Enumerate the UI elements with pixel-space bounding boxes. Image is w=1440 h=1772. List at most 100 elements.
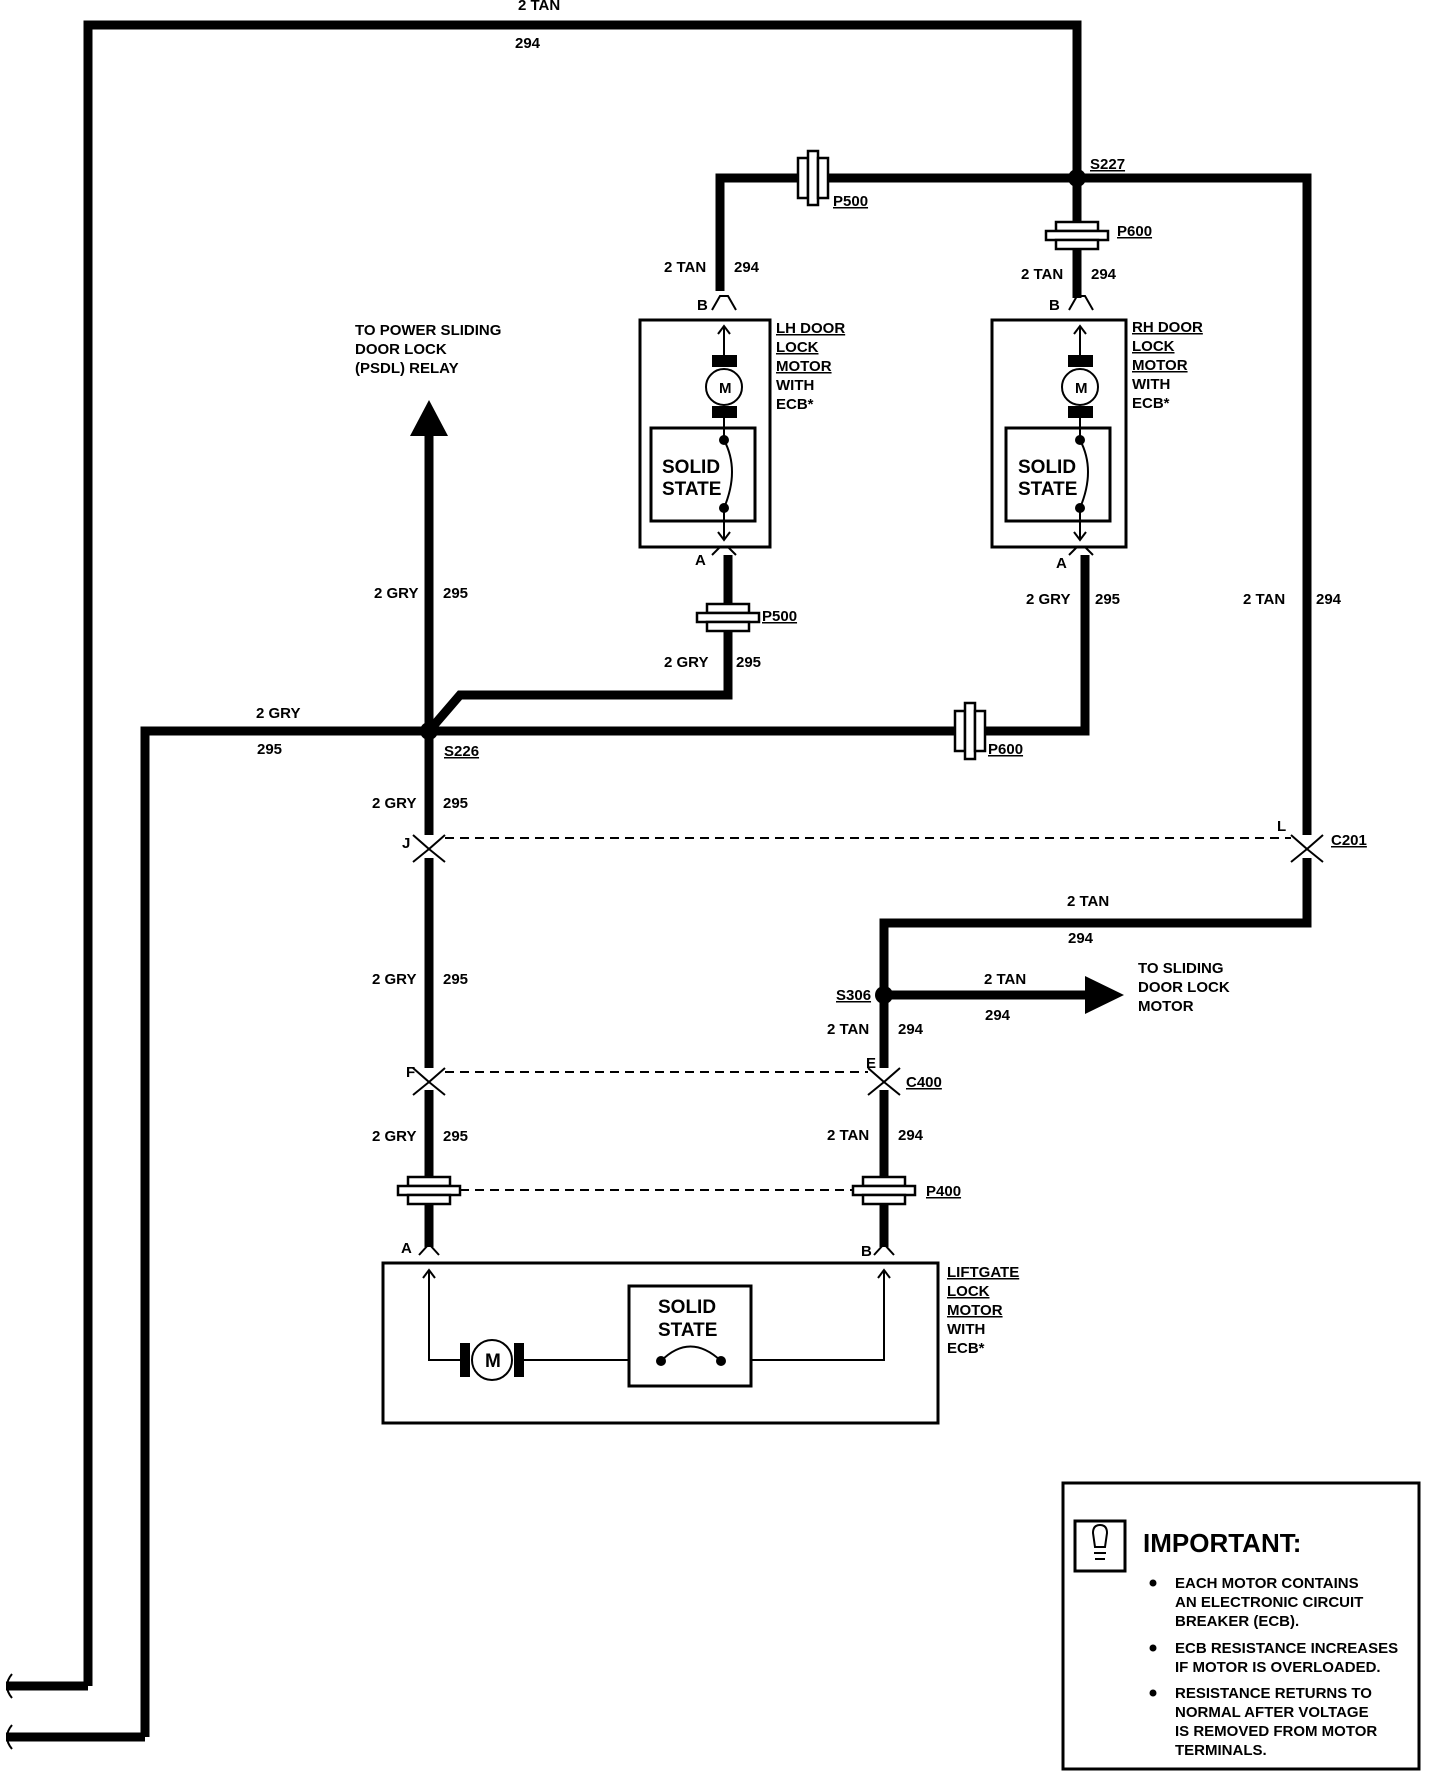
solid-state-label-lh: STATE bbox=[662, 479, 721, 500]
svg-text:MOTOR: MOTOR bbox=[776, 358, 832, 375]
svg-text:NORMAL AFTER VOLTAGE: NORMAL AFTER VOLTAGE bbox=[1175, 1704, 1369, 1721]
svg-text:BREAKER (ECB).: BREAKER (ECB). bbox=[1175, 1613, 1299, 1630]
svg-text:RH DOOR: RH DOOR bbox=[1132, 319, 1203, 336]
svg-text:WITH: WITH bbox=[947, 1321, 985, 1338]
wire-label-gauge: 2 GRY bbox=[664, 654, 708, 671]
wire-label-gauge: 2 TAN bbox=[1021, 266, 1063, 283]
bullet-2 bbox=[1149, 1644, 1157, 1652]
important-title: IMPORTANT: bbox=[1143, 1528, 1301, 1558]
solid-state-label-liftgate: SOLID bbox=[658, 1297, 716, 1318]
wire-label-circuit: 295 bbox=[443, 1128, 468, 1145]
motor-symbol-rh: M bbox=[1075, 380, 1088, 397]
wire-label-circuit: 294 bbox=[985, 1007, 1011, 1024]
rh-motor-name: RH DOOR LOCK MOTOR WITH ECB* bbox=[1132, 319, 1203, 412]
svg-text:(PSDL) RELAY: (PSDL) RELAY bbox=[355, 360, 459, 377]
liftgate-terminal-b bbox=[873, 1242, 895, 1256]
important-note-box bbox=[1061, 1481, 1421, 1771]
svg-text:LOCK: LOCK bbox=[776, 339, 819, 356]
wire-end-tan bbox=[6, 1673, 13, 1699]
wire-gry-295-rh-a bbox=[429, 555, 1090, 736]
terminal-label-rh-b: B bbox=[1049, 297, 1060, 314]
splice-label-s306: S306 bbox=[836, 987, 871, 1004]
connector-p600-top bbox=[1044, 220, 1110, 251]
wire-label-circuit: 294 bbox=[515, 35, 541, 52]
splice-s306 bbox=[875, 986, 893, 1004]
wire-label-circuit: 295 bbox=[443, 585, 468, 602]
solid-state-label-rh: SOLID bbox=[1018, 457, 1076, 478]
terminal-label-lh-a: A bbox=[695, 552, 706, 569]
svg-text:LOCK: LOCK bbox=[1132, 338, 1175, 355]
connector-p400-gry bbox=[396, 1175, 462, 1206]
connector-label-p400: P400 bbox=[926, 1183, 961, 1200]
connector-c201-l bbox=[1290, 834, 1324, 863]
wire-tan-294-top-run bbox=[715, 173, 1312, 835]
lh-terminal-a bbox=[711, 546, 737, 556]
wire-label-gauge: 2 GRY bbox=[1026, 591, 1070, 608]
wire-label-gauge: 2 TAN bbox=[827, 1127, 869, 1144]
svg-text:IS REMOVED FROM MOTOR: IS REMOVED FROM MOTOR bbox=[1175, 1723, 1377, 1740]
connector-p600-low bbox=[953, 701, 987, 761]
terminal-label-c201-j: J bbox=[402, 835, 410, 852]
wire-label-gauge: 2 TAN bbox=[1067, 893, 1109, 910]
terminal-label-lh-b: B bbox=[697, 297, 708, 314]
wire-label-gauge: 2 TAN bbox=[664, 259, 706, 276]
wire-label-circuit: 294 bbox=[1068, 930, 1094, 947]
svg-text:LIFTGATE: LIFTGATE bbox=[947, 1264, 1019, 1281]
wire-label-gauge: 2 GRY bbox=[372, 971, 416, 988]
rh-terminal-a bbox=[1068, 546, 1094, 556]
wire-label-gauge: 2 TAN bbox=[984, 971, 1026, 988]
wire-label-gauge: 2 GRY bbox=[256, 705, 300, 722]
solid-state-label-lh: SOLID bbox=[662, 457, 720, 478]
wire-end-gry bbox=[6, 1724, 13, 1750]
connector-c400-f bbox=[412, 1067, 446, 1096]
svg-text:WITH: WITH bbox=[1132, 376, 1170, 393]
svg-text:ECB*: ECB* bbox=[1132, 395, 1170, 412]
motor-symbol-lh: M bbox=[719, 380, 732, 397]
motor-symbol-liftgate: M bbox=[485, 1351, 501, 1372]
wire-label-gauge: 2 TAN bbox=[1243, 591, 1285, 608]
connector-p500-top bbox=[796, 149, 830, 207]
wire-label-circuit: 295 bbox=[443, 971, 468, 988]
terminal-label-c400-f: F bbox=[406, 1064, 415, 1081]
svg-text:EACH MOTOR CONTAINS: EACH MOTOR CONTAINS bbox=[1175, 1575, 1359, 1592]
wire-gry-295-lh-a bbox=[425, 630, 733, 734]
svg-text:IF MOTOR IS OVERLOADED.: IF MOTOR IS OVERLOADED. bbox=[1175, 1659, 1381, 1676]
bullet-3 bbox=[1149, 1689, 1157, 1697]
connector-label-p600-top: P600 bbox=[1117, 223, 1152, 240]
svg-text:LH DOOR: LH DOOR bbox=[776, 320, 845, 337]
terminal-label-c201-l: L bbox=[1277, 818, 1286, 835]
connector-label-c400: C400 bbox=[906, 1074, 942, 1091]
svg-text:TERMINALS.: TERMINALS. bbox=[1175, 1742, 1267, 1759]
svg-text:TO SLIDING: TO SLIDING bbox=[1138, 960, 1224, 977]
connector-c201-j bbox=[412, 834, 446, 863]
svg-text:DOOR LOCK: DOOR LOCK bbox=[355, 341, 447, 358]
svg-text:MOTOR: MOTOR bbox=[947, 1302, 1003, 1319]
connector-label-p600-low: P600 bbox=[988, 741, 1023, 758]
svg-text:MOTOR: MOTOR bbox=[1138, 998, 1194, 1015]
wire-label-circuit: 295 bbox=[443, 795, 468, 812]
rh-terminal-b bbox=[1068, 295, 1094, 311]
psdl-relay-label: TO POWER SLIDING DOOR LOCK (PSDL) RELAY bbox=[355, 322, 501, 377]
wire-label-gauge: 2 TAN bbox=[518, 0, 560, 14]
terminal-label-liftgate-b: B bbox=[861, 1243, 872, 1260]
terminal-label-c400-e: E bbox=[866, 1055, 876, 1072]
svg-text:RESISTANCE RETURNS TO: RESISTANCE RETURNS TO bbox=[1175, 1685, 1372, 1702]
important-note-3: RESISTANCE RETURNS TO NORMAL AFTER VOLTA… bbox=[1175, 1685, 1377, 1759]
connector-c400-e bbox=[867, 1067, 901, 1096]
wire-gry-295-outer bbox=[140, 726, 429, 1737]
svg-text:AN ELECTRONIC CIRCUIT: AN ELECTRONIC CIRCUIT bbox=[1175, 1594, 1363, 1611]
lh-door-lock-motor bbox=[638, 295, 772, 556]
svg-text:LOCK: LOCK bbox=[947, 1283, 990, 1300]
wire-label-circuit: 295 bbox=[257, 741, 282, 758]
lh-motor-name: LH DOOR LOCK MOTOR WITH ECB* bbox=[776, 320, 845, 413]
solid-state-label-liftgate: STATE bbox=[658, 1320, 717, 1341]
wire-tan-294-c201-s306 bbox=[879, 858, 1312, 995]
splice-s226 bbox=[420, 722, 438, 740]
caution-bulb-icon bbox=[1073, 1519, 1127, 1573]
svg-text:MOTOR: MOTOR bbox=[1132, 357, 1188, 374]
wire-label-circuit: 294 bbox=[1091, 266, 1117, 283]
svg-text:TO POWER SLIDING: TO POWER SLIDING bbox=[355, 322, 501, 339]
splice-s227 bbox=[1068, 169, 1086, 187]
wire-label-circuit: 294 bbox=[734, 259, 760, 276]
wire-label-gauge: 2 TAN bbox=[827, 1021, 869, 1038]
